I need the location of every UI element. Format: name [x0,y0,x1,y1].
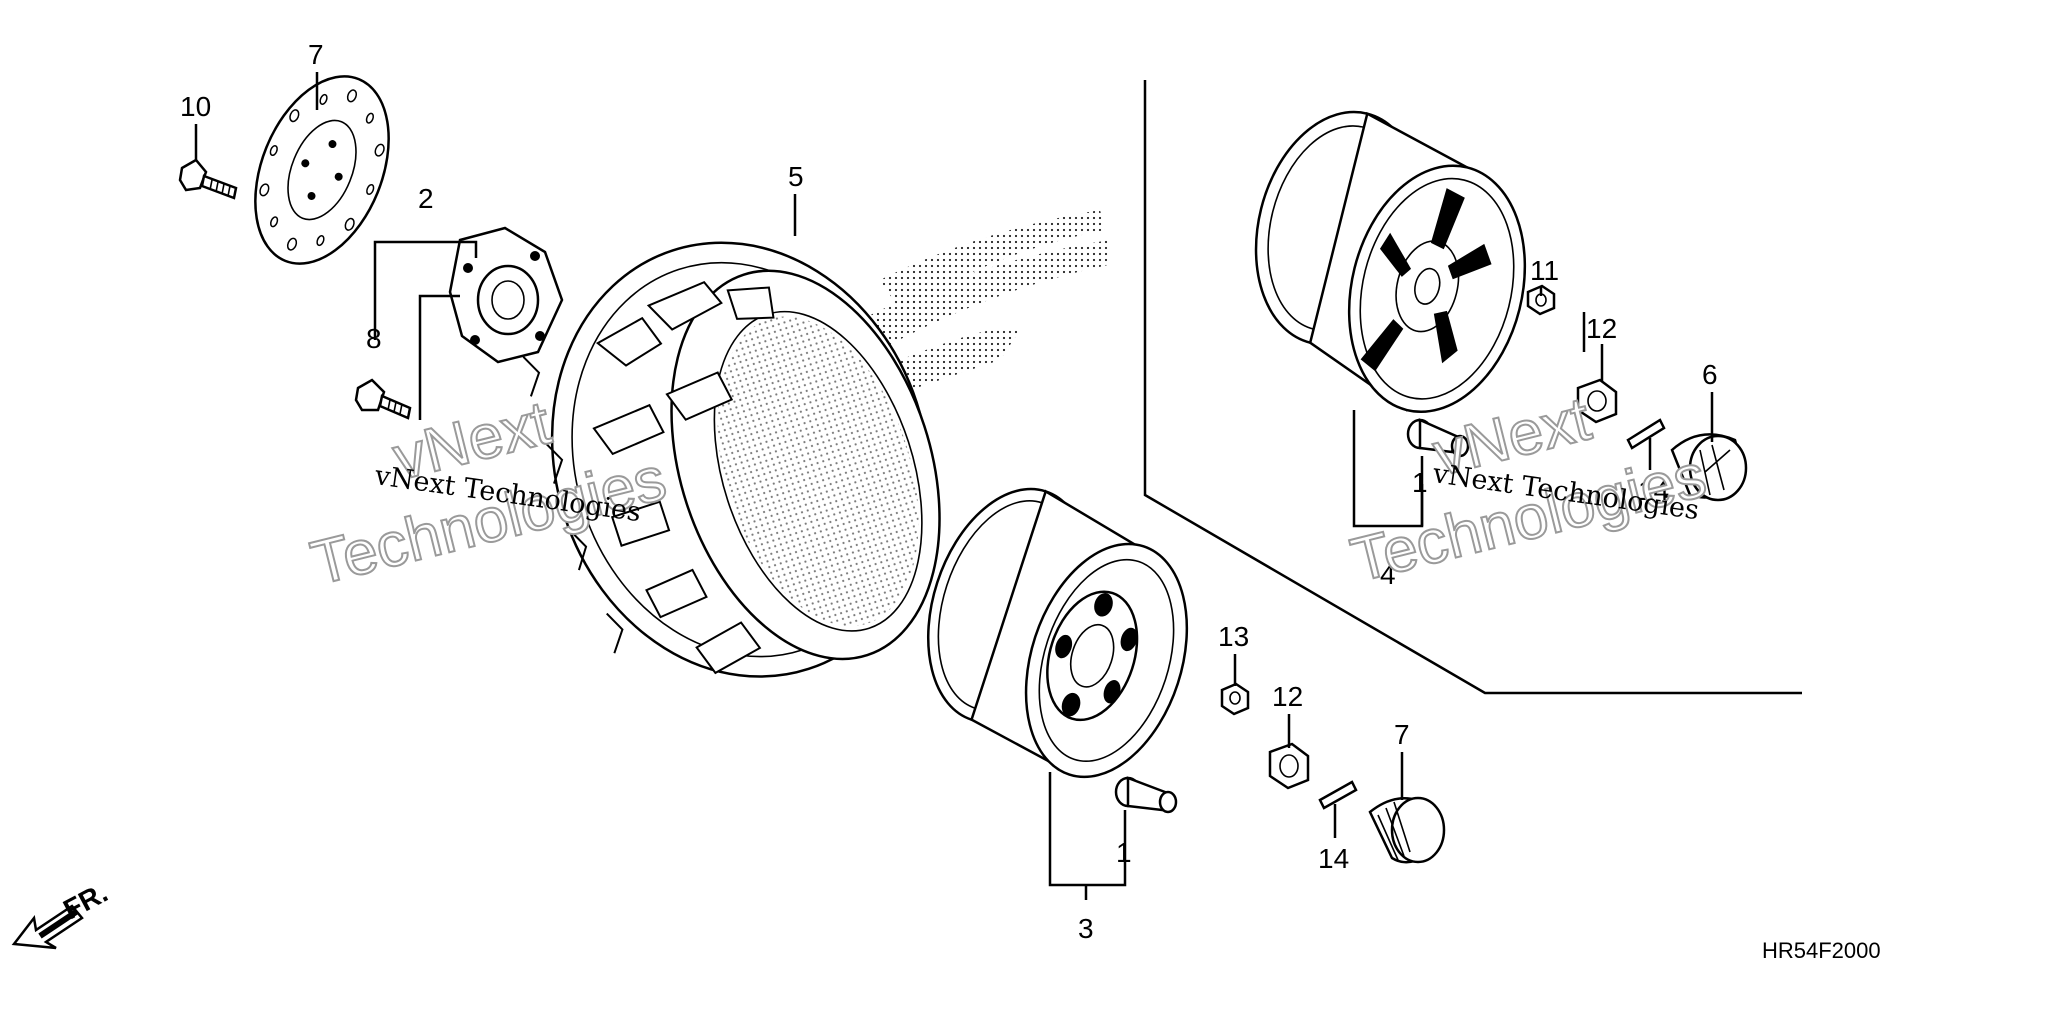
front-direction-arrow-icon: FR. [11,877,113,950]
hub-cap-7 [1670,433,1748,502]
leader-lines [194,72,1714,900]
callout-3: 3 [1078,913,1094,944]
callout-14-rear: 14 [1638,475,1669,506]
wheel-nut-12-front [1268,742,1310,790]
callout-7: 6 [1702,359,1718,390]
callout-11: 11 [1530,255,1559,286]
hub-bolt-9 [354,378,412,420]
callout-6: 7 [1394,719,1410,750]
air-valve-1-rear [1406,418,1470,458]
tire [522,241,941,678]
wheel-nut-12-rear [1576,378,1618,424]
cotter-pin-14-front [1318,780,1358,810]
callout-10: 10 [180,91,211,122]
callout-8: 7 [308,39,324,70]
brake-disc [254,75,390,265]
callout-12-front: 12 [1272,681,1303,712]
callout-1-rear: 1 [1412,467,1428,498]
cotter-pin-14-rear [1626,418,1666,450]
callout-13: 13 [1218,621,1249,652]
flange-bolt-10 [178,158,238,200]
callout-5: 5 [788,161,804,192]
callout-1-front: 1 [1116,837,1132,868]
callout-2: 2 [418,183,434,214]
wheel-hub [448,226,564,364]
nut-13 [1220,682,1250,716]
air-valve-1-front [1114,776,1178,814]
callout-4: 4 [1380,559,1396,590]
callout-14-front: 14 [1318,843,1349,874]
inset-frame [1143,80,1802,695]
callout-12-rear: 12 [1586,313,1617,344]
watermark-right: vNext Technologies vNext Technologies [1344,383,1714,596]
diagram-code: HR54F2000 [1762,938,1881,963]
wheel-rim-3 [926,487,1189,779]
callout-9: 8 [366,323,382,354]
wheel-rim-4 [1254,110,1527,414]
callouts: 7 10 2 8 5 11 12 6 14 1 4 13 12 7 1 14 3 [180,39,1718,944]
hub-cap-6 [1368,796,1446,864]
nut-11 [1526,284,1556,316]
